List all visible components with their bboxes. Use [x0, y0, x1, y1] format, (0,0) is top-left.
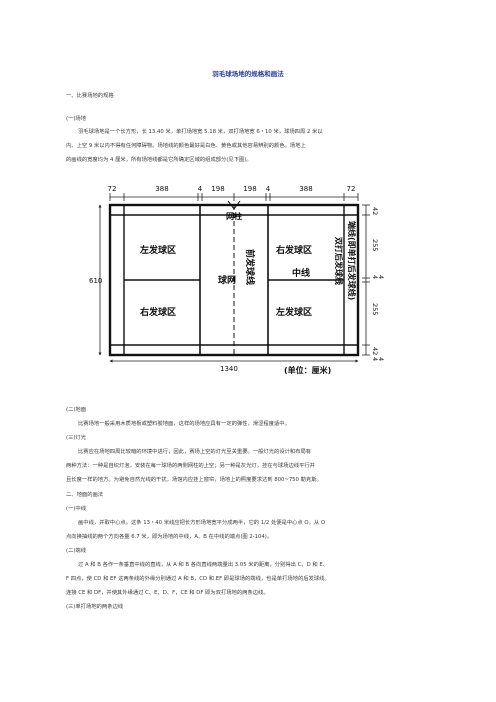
top-dim-label: 4	[266, 185, 271, 193]
subsection-heading: (二)地面	[66, 407, 87, 413]
top-dim-label: 4	[198, 185, 203, 193]
paragraph-line: 过 A 和 B 各作一条垂直中线的直线，从 A 和 B 各向直线两端量出 3.0…	[78, 562, 329, 568]
court-diagram: 72 388 4 198 198 4 388 72	[89, 185, 385, 375]
paragraph-line: 点向换抽线的两个方向各量 6.7 米，即为场地的中线，A、B 在中线的端点(图 …	[66, 534, 273, 540]
right-dim-label: 4	[371, 357, 379, 361]
right-dim-label: 255	[371, 303, 379, 315]
paragraph-line: 比赛应在场地四周比较暗的环境中进行，因此，赛场上空的灯光至关重要。一般灯光的设计…	[78, 449, 312, 455]
right-dimension	[362, 204, 370, 356]
left-dim-label: 610	[89, 277, 102, 285]
top-dim-label: 72	[347, 185, 356, 193]
top-dim-label: 72	[108, 185, 117, 193]
section-heading: 一、比赛场地的规格	[66, 93, 114, 99]
top-dim-label: 388	[299, 185, 312, 193]
section-heading: 二、地面的画法	[66, 492, 104, 498]
subsection-heading: (三)灯光	[66, 435, 87, 441]
subsection-heading: (三)单打场地的两条边线	[66, 604, 124, 610]
court-lines	[108, 200, 360, 357]
bottom-dim-label: 1340	[220, 365, 238, 373]
paragraph-line: 比赛场地一般采用木质地板或塑料胶地面，这样的场地应具有一定的弹性，滑涩程度适中。	[78, 421, 290, 427]
subsection-heading: (二)端线	[66, 548, 87, 554]
left-service-court-label: 左发球区	[139, 244, 176, 256]
right-dim-label: 4	[377, 275, 385, 279]
paragraph-line: 内、上空 9 米以内不得有任何障碍物。场地线的颜色最好是白色、黄色或其他容易辨别…	[66, 143, 306, 149]
right-dim-label: 255	[371, 239, 379, 251]
subsection-heading: (一)中线	[66, 506, 87, 512]
top-dim-label: 388	[155, 185, 168, 193]
right-dim-label: 4	[371, 275, 379, 279]
right-service-court-label: 右发球区	[275, 244, 312, 256]
doubles-back-service-line-label: 双打后发球线	[334, 237, 344, 285]
top-dim-label: 198	[211, 185, 224, 193]
net-post-label: 网柱	[226, 211, 242, 221]
subsection-heading: (一)场地	[66, 116, 87, 122]
center-line-label: 中线	[292, 267, 310, 279]
unit-label: (单位：厘米)	[284, 365, 331, 375]
left-service-court-label: 左发球区	[275, 306, 312, 318]
paragraph-line: 连接 CE 和 DF，并使其外缘通过 C、E、D、F，CE 和 DF 即为双打场…	[66, 590, 269, 596]
top-dim-label: 198	[243, 185, 256, 193]
right-dim-label: 42	[371, 207, 379, 215]
paragraph-line: 画中线，并取中心点。这条 13・40 米线应把长方形场地宽平分成两半，它的 1/…	[78, 520, 326, 526]
paragraph-line: F 四点，使 CD 和 EF 这两条线的外缘分别通过 A 和 B，CD 和 EF…	[66, 576, 330, 582]
right-dim-label: 42	[371, 347, 379, 355]
paragraph-line: 且长度一样的地方。为避免自然光线的干扰，场馆内应挂上窗帘，场地上的照度要求达到 …	[66, 477, 322, 483]
paragraph-line: 的画线的宽度均为 4 厘米，所有场地线都是它所确定区域的组成部分(见下图)。	[66, 157, 252, 163]
paragraph-line: 羽毛球场地是一个长方形，长 13.40 米，单打场地宽 5.18 米，双打场地宽…	[78, 129, 323, 135]
end-line-label: 端线(即单打后发球线)	[347, 221, 357, 300]
front-service-line-label: 前发球线	[244, 249, 256, 285]
right-service-court-label: 右发球区	[139, 306, 176, 318]
right-dim-label: 4	[377, 357, 385, 361]
net-label: 球网	[218, 274, 236, 286]
paragraph-line: 两种方法：一种是自织灯泡，安装在每一球场的两侧网柱的上空；另一种是灰光灯，挂在与…	[66, 463, 315, 469]
top-dimension-bar	[109, 193, 359, 201]
document-title: 羽毛球场地的规格和画法	[212, 70, 284, 78]
